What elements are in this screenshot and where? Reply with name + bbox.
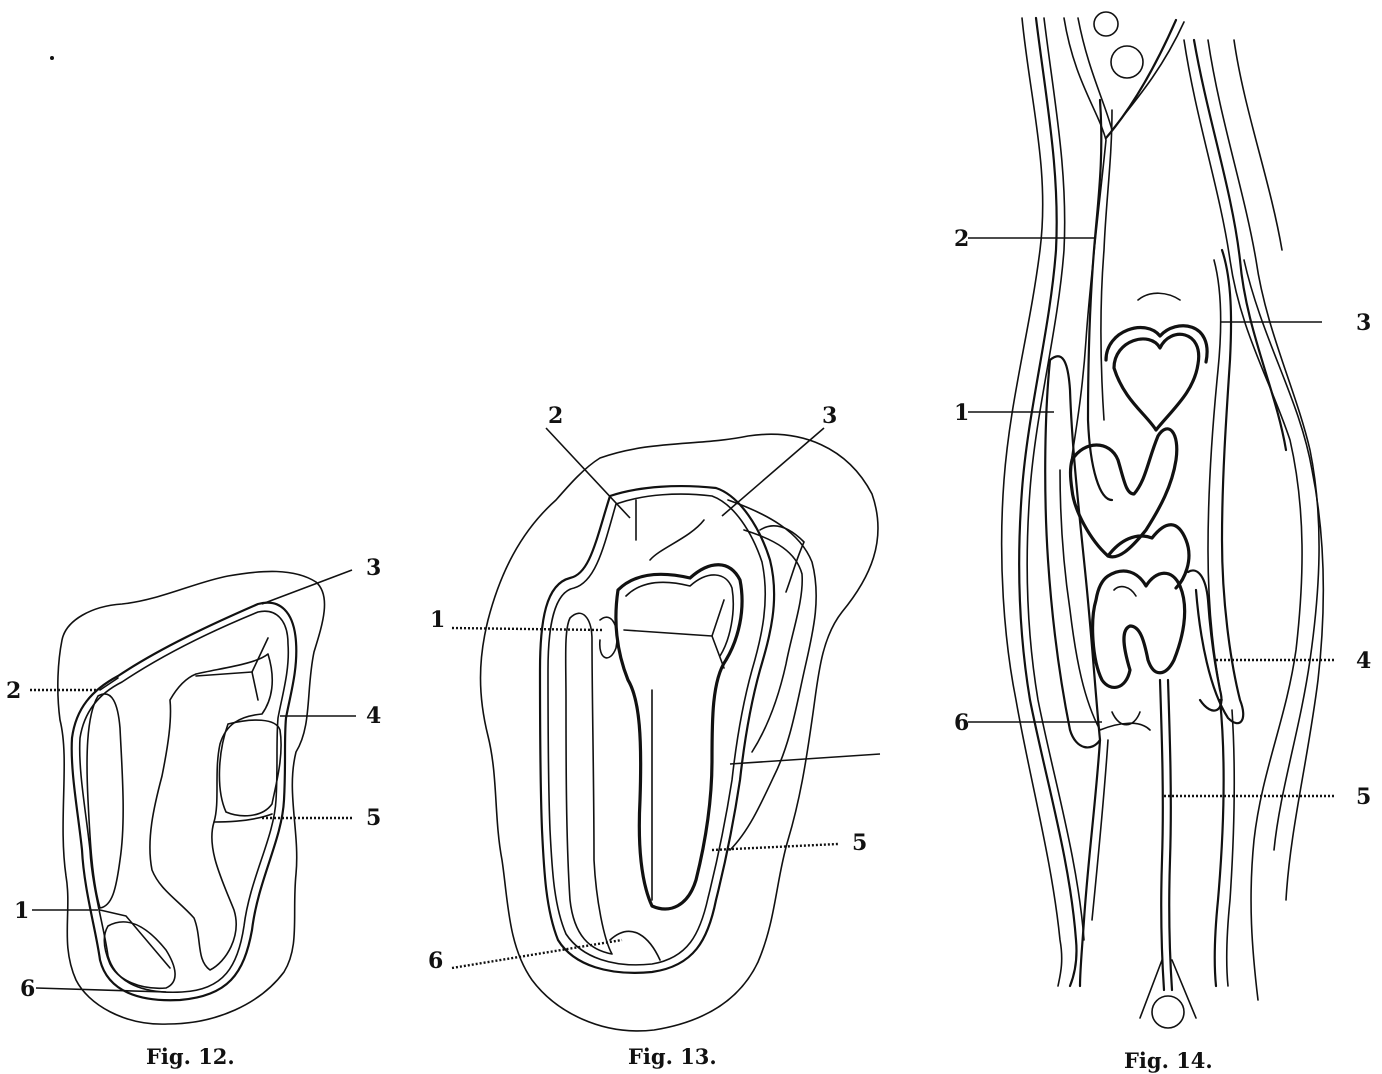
fig13-septum-f [610, 931, 660, 960]
fig14-label-3: 3 [1356, 310, 1371, 336]
fig14-label-1: 1 [954, 400, 969, 426]
fig12-label-5: 5 [366, 805, 381, 831]
fig13-left-loop [566, 613, 612, 954]
fig13-lumen-inner [626, 575, 733, 656]
fig14-lower-right-fibre-2 [1227, 710, 1234, 986]
fig14-lobe-lower-inner [1114, 587, 1136, 596]
fig12-label-2: 2 [6, 678, 21, 704]
fig14-lobe-upper [1071, 429, 1177, 557]
fig13-septum-d [650, 520, 704, 560]
fig14-upper-duct [1088, 100, 1112, 500]
fig13-label-2: 2 [548, 403, 563, 429]
fig14-lower-branch-left [1140, 960, 1162, 1018]
fig12-septum-a [252, 672, 258, 700]
fig13-label-5: 5 [852, 830, 867, 856]
fig14-fibre-right-4 [1234, 40, 1282, 250]
fig14-caption: Fig. 14. [1124, 1048, 1213, 1073]
fig13-right-stripe-3 [760, 526, 804, 592]
fig14-nucleus-1 [1094, 12, 1118, 36]
fig12-label-6: 6 [20, 976, 35, 1002]
fig13-leader-3 [722, 428, 824, 516]
fig13-wall-inner [548, 494, 765, 965]
fig12-caption: Fig. 12. [146, 1044, 235, 1069]
fig12-leader-3 [262, 570, 352, 604]
fig13-leader-1 [452, 628, 602, 630]
fig14-label-2: 2 [954, 226, 969, 252]
fig12-label-1: 1 [14, 898, 29, 924]
fig14-label-4: 4 [1356, 648, 1371, 674]
fig13-septum-b [712, 600, 724, 636]
fig13-right-stripe-1 [728, 500, 816, 850]
fig14-fibre-right-2 [1194, 40, 1286, 450]
fig14-lobe-lower [1093, 571, 1185, 687]
fig14-lower-duct-2 [1168, 680, 1172, 990]
fig14-right-loop [1188, 570, 1221, 710]
fig13-leader-2 [546, 428, 630, 518]
fig13-septum-a [624, 630, 724, 668]
figure-14: 2 3 1 4 6 5 Fig. 14. [954, 12, 1371, 1073]
fig12-septum-e [100, 910, 170, 968]
fig14-left-tube [1045, 356, 1100, 747]
fig14-label-5: 5 [1356, 784, 1371, 810]
fig14-lower-left-fibre-2 [1092, 740, 1108, 920]
fig14-fibre-right-1 [1184, 40, 1302, 1000]
fig12-label-3: 3 [366, 555, 381, 581]
fig14-fibre-far-right [1244, 260, 1323, 900]
fig14-outer-body-left [1060, 470, 1150, 730]
fig14-label-6: 6 [954, 710, 969, 736]
fig12-inner-cell-right [219, 720, 281, 816]
fig13-leader-6 [452, 940, 622, 968]
figure-13: 2 3 1 5 6 Fig. 13. [428, 403, 880, 1069]
fig14-nucleus-3 [1152, 996, 1184, 1028]
fig13-label-3: 3 [822, 403, 837, 429]
figure-12: 3 2 4 5 1 6 Fig. 12. [6, 555, 381, 1069]
fig14-fibre-left-2 [1019, 18, 1076, 986]
fig14-upper-duct-2 [1101, 110, 1112, 420]
fig14-upper-branch [1106, 20, 1176, 138]
fig14-heart-top [1138, 293, 1180, 300]
fig13-twist [600, 617, 617, 658]
fig14-lower-duct [1160, 680, 1164, 990]
fig13-label-1: 1 [430, 607, 445, 633]
fig12-septum-d [100, 678, 118, 690]
fig14-lower-right-fibre [1215, 700, 1224, 986]
fig13-label-6: 6 [428, 948, 443, 974]
stray-dot [50, 56, 54, 60]
fig12-label-4: 4 [366, 703, 381, 729]
fig13-lumen [616, 565, 742, 909]
fig14-nucleus-2 [1111, 46, 1143, 78]
fig14-heart-lumen [1114, 334, 1199, 430]
fig13-caption: Fig. 13. [628, 1044, 717, 1069]
fig14-right-tube [1196, 250, 1243, 723]
fig12-wall-inner [80, 611, 289, 992]
fig14-fibre-left-1 [1002, 18, 1062, 986]
